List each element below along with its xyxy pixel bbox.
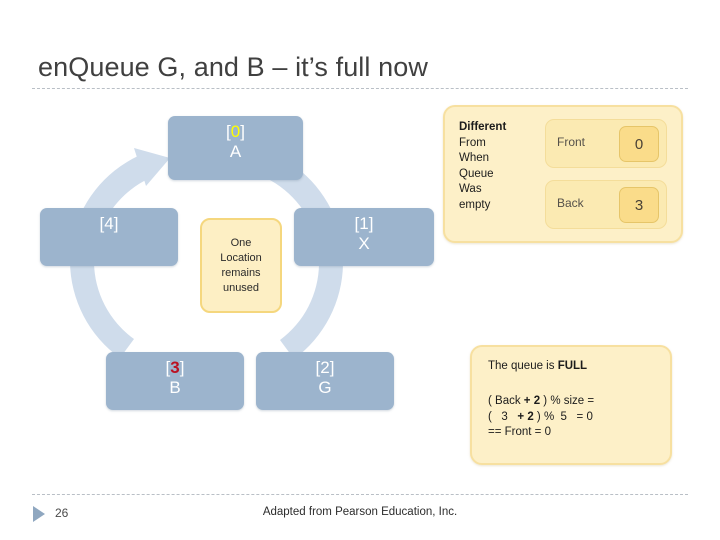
queue-slot-0-value: A — [229, 142, 242, 161]
formula-line-2-b: + 2 — [517, 410, 534, 423]
formula-line-3: == Front = 0 — [488, 426, 551, 438]
unused-location-note-line-1: One — [230, 236, 252, 249]
queue-full-heading-prefix: The queue is — [488, 360, 558, 372]
back-pointer-row: Back 3 — [545, 180, 667, 229]
footer-divider — [32, 494, 688, 495]
queue-slot-3[interactable]: [3] B — [106, 352, 244, 410]
queue-slot-4-index: [4] — [99, 214, 119, 233]
queue-slot-2-index-number: 2 — [320, 358, 330, 377]
formula-line-1-a: ( Back — [488, 395, 524, 407]
queue-slot-3-index-number: 3 — [170, 358, 180, 377]
front-pointer-row: Front 0 — [545, 119, 667, 168]
state-note-line-2: From — [459, 136, 486, 149]
state-note-line-5: Was — [459, 183, 482, 195]
back-pointer-label: Back — [557, 196, 584, 210]
play-triangle-icon — [33, 506, 45, 522]
queue-slot-4[interactable]: [4] — [40, 208, 178, 266]
queue-state-callout: Different From When Queue Was empty Fron… — [443, 105, 683, 243]
queue-slot-0-index: [0] — [226, 122, 245, 141]
queue-slot-0[interactable]: [0] A — [168, 116, 303, 180]
unused-location-note-line-4: unused — [222, 281, 260, 294]
back-pointer-value: 3 — [619, 187, 659, 223]
state-note-line-6: empty — [459, 198, 491, 211]
front-pointer-label: Front — [557, 135, 586, 149]
state-note-text: Different From When Queue Was empty — [459, 120, 537, 213]
queue-slot-1-value: X — [358, 234, 370, 253]
queue-slot-4-index-number: 4 — [104, 214, 114, 233]
page-title: enQueue G, and B – it’s full now — [38, 52, 428, 82]
queue-slot-3-value: B — [169, 378, 181, 397]
title-divider — [32, 88, 688, 89]
formula-line-1-c: ) % size = — [540, 395, 595, 407]
state-note-line-4: Queue — [459, 167, 494, 180]
page-number: 26 — [55, 506, 69, 520]
formula-line-2-a: ( 3 — [488, 410, 518, 423]
queue-slot-2[interactable]: [2] G — [256, 352, 394, 410]
queue-cycle-diagram: [0] A [1] X [2] G [3] B [4] One Location… — [20, 100, 440, 430]
state-note-line-3: When — [459, 152, 490, 164]
queue-full-heading-emphasis: FULL — [557, 360, 588, 372]
formula-line-1-b: + 2 — [523, 395, 541, 407]
queue-slot-2-index: [2] — [315, 358, 335, 377]
front-pointer-value: 0 — [619, 126, 659, 162]
state-note-line-1: Different — [459, 121, 507, 133]
queue-slot-3-index: [3] — [165, 358, 185, 377]
queue-slot-0-index-number: 0 — [230, 122, 241, 141]
queue-slot-1[interactable]: [1] X — [294, 208, 434, 266]
queue-slot-2-value: G — [318, 378, 332, 397]
queue-slot-1-index: [1] — [354, 214, 374, 233]
footer-credit: Adapted from Pearson Education, Inc. — [262, 506, 458, 518]
unused-location-note-line-3: remains — [221, 266, 261, 279]
queue-full-callout: The queue is FULL ( Back + 2 ) % size = … — [470, 345, 672, 465]
unused-location-note-line-2: Location — [220, 251, 262, 264]
queue-full-heading: The queue is FULL — [488, 360, 587, 372]
unused-location-note: One Location remains unused — [200, 218, 282, 313]
formula-line-2-c: ) % 5 = 0 — [533, 410, 593, 423]
queue-slot-1-index-number: 1 — [359, 214, 369, 233]
queue-full-formula: ( Back + 2 ) % size = ( 3 + 2 ) % 5 = 0 … — [488, 394, 594, 441]
